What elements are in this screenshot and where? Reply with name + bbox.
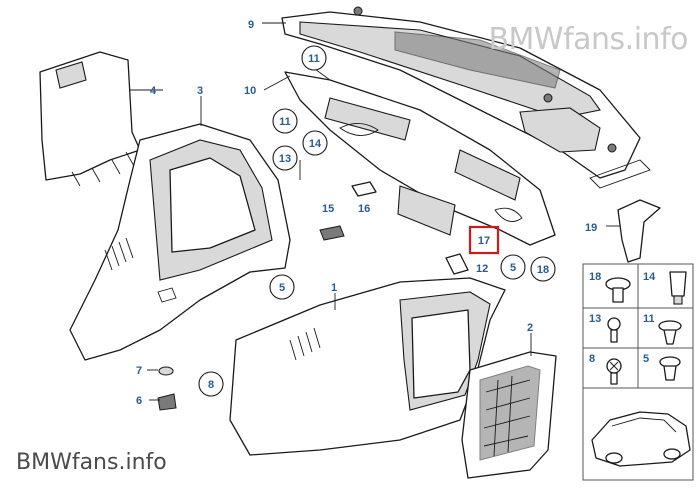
circled-callout-14: 14 (302, 130, 328, 156)
clip-part-15[interactable] (319, 225, 345, 241)
shelf-trim-part-10[interactable] (284, 71, 556, 246)
svg-text:18: 18 (537, 264, 549, 276)
screw-8-icon (606, 358, 622, 385)
clip-part-16[interactable] (351, 181, 377, 197)
main-trim-part-1[interactable] (229, 277, 506, 456)
callout-3: 3 (197, 85, 203, 97)
legend-label-5: 5 (643, 353, 649, 365)
parcel-shelf-part-9[interactable] (281, 6, 651, 189)
legend-label-8: 8 (589, 353, 595, 365)
legend-label-11: 11 (643, 313, 655, 325)
callout-6: 6 (136, 395, 142, 407)
left-trim-part-3[interactable] (69, 123, 291, 361)
circled-callout-11b: 11 (272, 108, 298, 134)
latch-part-6[interactable] (157, 393, 177, 411)
svg-text:17: 17 (478, 235, 490, 247)
bracket-part-19[interactable] (617, 199, 661, 263)
watermark-top: BMWfans.info (488, 22, 688, 57)
callout-9: 9 (248, 19, 254, 31)
svg-text:11: 11 (279, 116, 291, 128)
callout-2: 2 (527, 322, 533, 334)
leader-lines (130, 22, 620, 401)
legend-label-13: 13 (589, 313, 601, 325)
fastener-legend: 18 14 13 11 8 5 (582, 263, 694, 481)
circled-callout-13: 13 (272, 145, 298, 171)
svg-text:14: 14 (309, 138, 322, 150)
circled-callout-8: 8 (198, 371, 224, 397)
callout-10: 10 (244, 85, 256, 97)
callout-12: 12 (476, 263, 488, 275)
screw-13-icon (607, 317, 621, 343)
clip-18-icon (605, 277, 631, 303)
watermark-bottom: BMWfans.info (16, 450, 167, 475)
clip-5-icon (659, 356, 681, 381)
callout-16: 16 (358, 203, 370, 215)
svg-text:8: 8 (208, 379, 214, 391)
svg-text:5: 5 (510, 262, 516, 274)
svg-text:5: 5 (279, 282, 285, 294)
legend-label-18: 18 (589, 271, 601, 283)
cover-part-12[interactable] (445, 253, 469, 275)
grille-panel-part-2[interactable] (461, 351, 557, 479)
legend-label-14: 14 (643, 271, 656, 283)
clip-14-icon (669, 271, 687, 305)
callout-4: 4 (150, 85, 157, 97)
circled-callout-5a: 5 (269, 274, 295, 300)
plug-part-7[interactable] (158, 366, 174, 376)
circled-callout-11a: 11 (301, 45, 327, 71)
callout-15: 15 (322, 203, 334, 215)
callout-19: 19 (585, 222, 597, 234)
callout-7: 7 (136, 365, 142, 377)
svg-text:13: 13 (279, 153, 291, 165)
highlighted-callout-17[interactable]: 17 (468, 225, 500, 255)
circled-callout-5b: 5 (500, 254, 526, 280)
car-locator-icon (591, 411, 691, 467)
clip-11-icon (658, 320, 682, 345)
side-cover-part-4[interactable] (39, 51, 141, 187)
circled-callout-18: 18 (530, 256, 556, 282)
callout-1: 1 (331, 282, 337, 294)
svg-text:11: 11 (308, 53, 320, 65)
